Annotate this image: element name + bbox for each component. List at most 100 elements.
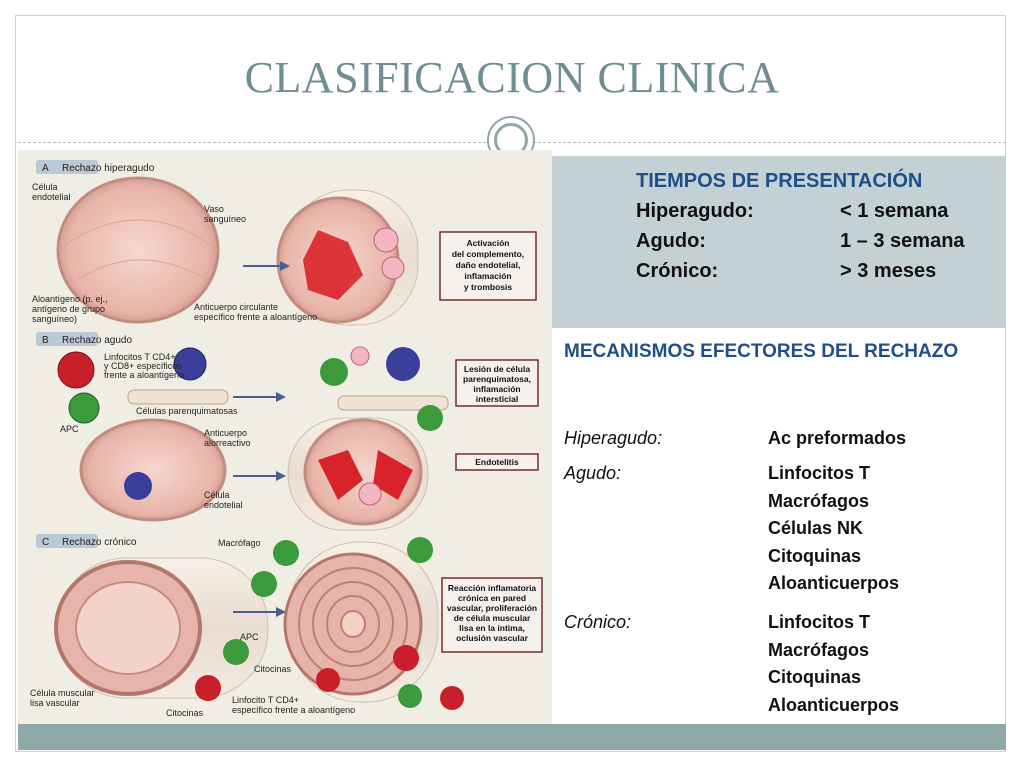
tiempos-row-cronico: Crónico: > 3 meses	[636, 256, 996, 286]
tiempos-value: 1 – 3 semana	[840, 230, 965, 252]
svg-text:APC: APC	[60, 424, 79, 434]
svg-text:Reacción inflamatoria: Reacción inflamatoria	[448, 583, 537, 593]
mecanismos-label: Crónico:	[564, 612, 632, 632]
svg-text:alorreactivo: alorreactivo	[204, 438, 251, 448]
panel-b-letter: B	[42, 335, 49, 346]
mecanismo-item: Aloanticuerpos	[768, 573, 900, 593]
svg-text:endotelial: endotelial	[204, 500, 243, 510]
svg-text:antígeno de grupo: antígeno de grupo	[32, 304, 105, 314]
svg-text:Lesión de célula: Lesión de célula	[464, 364, 530, 374]
panel-b-header: Rechazo agudo	[62, 335, 132, 346]
tiempos-row-hiperagudo: Hiperagudo: < 1 semana	[636, 196, 996, 226]
svg-text:sanguíneo): sanguíneo)	[32, 314, 77, 324]
svg-text:específico frente a aloantígen: específico frente a aloantígeno	[194, 312, 317, 322]
panel-a-result-box	[439, 231, 537, 301]
svg-text:del complemento,: del complemento,	[452, 249, 524, 259]
slide-title: CLASIFICACION CLINICA	[244, 53, 780, 102]
mecanismo-item: Citoquinas	[768, 667, 861, 687]
svg-text:sanguíneo: sanguíneo	[204, 214, 246, 224]
slide-frame	[15, 15, 1006, 752]
mecanismo-item: Linfocitos T	[768, 463, 870, 483]
tiempos-value: > 3 meses	[840, 260, 937, 282]
t-cell-blue	[173, 347, 207, 381]
svg-text:Citocinas: Citocinas	[166, 708, 204, 718]
tiempos-row-agudo: Agudo: 1 – 3 semana	[636, 226, 996, 256]
panel-c-badge	[36, 534, 98, 548]
svg-text:crónica en pared: crónica en pared	[458, 593, 526, 603]
svg-text:y CD8+ específicos: y CD8+ específicos	[104, 361, 182, 371]
mecanismo-item: Células NK	[768, 518, 864, 538]
svg-text:parenquimatosa,: parenquimatosa,	[463, 374, 531, 384]
svg-text:específico frente a aloantígen: específico frente a aloantígeno	[232, 705, 355, 715]
mecanismo-item: Macrófagos	[768, 639, 870, 660]
svg-text:daño endotelial,: daño endotelial,	[456, 260, 521, 270]
vessel-b2	[303, 418, 423, 526]
mecanismos-values: Ac preformados	[768, 425, 906, 453]
svg-text:vascular, proliferación: vascular, proliferación	[447, 603, 537, 613]
svg-text:Célula: Célula	[204, 490, 230, 500]
panel-c: C Rechazo crónico Reacción inflamatoria	[30, 534, 543, 718]
footer-bar	[18, 724, 1006, 750]
tiempos-section: TIEMPOS DE PRESENTACIÓN Hiperagudo: < 1 …	[636, 166, 996, 286]
tiempos-label: Crónico:	[636, 260, 719, 282]
svg-text:Vaso: Vaso	[204, 204, 224, 214]
mecanismo-item: Aloanticuerpos	[768, 694, 900, 715]
panel-c-result-box	[441, 577, 543, 653]
panel-a: A Rechazo hiperagudo Activación del comp…	[32, 160, 537, 326]
svg-text:Endotelitis: Endotelitis	[475, 457, 519, 467]
svg-text:Aloantígeno (p. ej.,: Aloantígeno (p. ej.,	[32, 294, 108, 304]
svg-text:Linfocito T CD4+: Linfocito T CD4+	[232, 695, 299, 705]
svg-text:Macrófago: Macrófago	[218, 538, 261, 548]
svg-text:y trombosis: y trombosis	[464, 282, 512, 292]
panel-b-badge	[36, 332, 98, 346]
svg-text:Linfocitos T CD4+: Linfocitos T CD4+	[104, 352, 175, 362]
svg-text:de célula muscular: de célula muscular	[454, 613, 531, 623]
panel-a-letter: A	[42, 163, 49, 174]
svg-text:frente a aloantígeno: frente a aloantígeno	[104, 370, 184, 380]
svg-text:endotelial: endotelial	[32, 192, 71, 202]
rejection-illustration: A Rechazo hiperagudo Activación del comp…	[30, 160, 543, 718]
mecanismo-item: Ac preformados	[768, 428, 907, 448]
mecanismos-heading: MECANISMOS EFECTORES DEL RECHAZO	[564, 341, 959, 362]
tiempos-value: < 1 semana	[840, 200, 949, 222]
svg-text:Citocinas: Citocinas	[254, 664, 292, 674]
svg-text:Anticuerpo: Anticuerpo	[204, 428, 247, 438]
mecanismo-item: Macrófagos	[768, 490, 870, 511]
svg-text:oclusión vascular: oclusión vascular	[456, 633, 528, 643]
panel-c-header: Rechazo crónico	[62, 537, 137, 548]
svg-text:Anticuerpo circulante: Anticuerpo circulante	[194, 302, 278, 312]
mecanismo-item: Linfocitos T	[768, 612, 870, 632]
tiempos-background	[548, 156, 1006, 328]
svg-text:Células parenquimatosas: Células parenquimatosas	[136, 406, 238, 416]
tiempos-label: Agudo:	[636, 230, 706, 252]
vessel-b1	[79, 418, 227, 522]
svg-text:Célula muscular: Célula muscular	[30, 688, 95, 698]
panel-c-letter: C	[42, 537, 49, 548]
mecanismo-item: Citoquinas	[768, 545, 861, 566]
panel-a-badge	[36, 160, 98, 174]
panel-b-endotelitis-box	[455, 453, 539, 471]
svg-text:Célula: Célula	[32, 182, 58, 192]
svg-text:intersticial: intersticial	[476, 394, 519, 404]
svg-text:inflamación: inflamación	[464, 271, 511, 281]
mecanismos-section: MECANISMOS EFECTORES DEL RECHAZO Hiperag…	[552, 328, 996, 723]
panel-b: B Rechazo agudo Lesión de célula pa	[36, 332, 539, 531]
mecanismos-label: Agudo:	[564, 463, 622, 483]
tiempos-heading: TIEMPOS DE PRESENTACIÓN	[636, 170, 923, 192]
mecanismos-label: Hiperagudo:	[564, 428, 663, 448]
tiempos-label: Hiperagudo:	[636, 200, 754, 222]
svg-text:inflamación: inflamación	[473, 384, 520, 394]
svg-text:APC: APC	[240, 632, 259, 642]
panel-b-result-box	[455, 359, 539, 407]
t-cell-red	[57, 351, 95, 389]
svg-text:lisa vascular: lisa vascular	[30, 698, 80, 708]
rejection-figure: A Rechazo hiperagudo Activación del comp…	[18, 150, 552, 724]
apc-cell	[68, 392, 100, 424]
svg-text:Activación: Activación	[467, 238, 510, 248]
mecanismos-row-hiperagudo: Hiperagudo: Ac preformados	[564, 425, 906, 453]
panel-a-header: Rechazo hiperagudo	[62, 163, 155, 174]
